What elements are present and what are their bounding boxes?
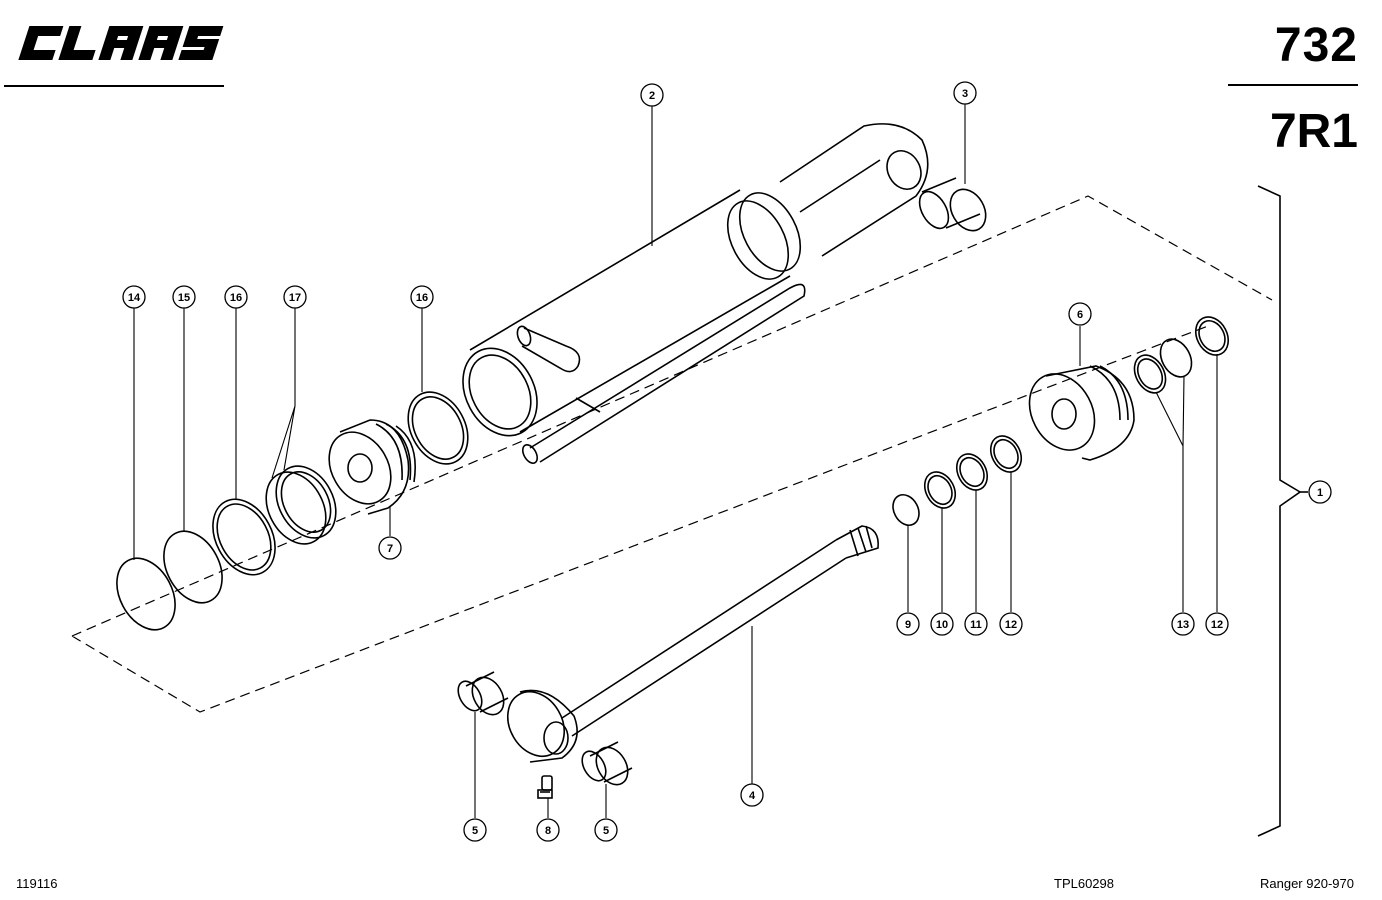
callout-label-17: 17 [289,292,301,304]
ring-16-left [212,498,276,576]
callout-circle-11 [964,612,988,636]
ring-12-left [989,435,1023,473]
logo-underline [4,85,224,87]
bushing-part-3 [918,177,987,232]
callout-label-13: 13 [1177,619,1189,631]
callout-circle-14 [122,285,146,309]
callout-label-11: 11 [970,619,982,631]
callout-label-10: 10 [936,619,948,631]
callout-label-2: 2 [649,90,655,102]
callout-circle-2 [640,83,664,107]
ring-10 [923,471,957,509]
callout-circle-12b [1205,612,1229,636]
piston-rod-part-4 [506,525,879,763]
callout-label-16b: 16 [416,292,428,304]
callout-label-5b: 5 [603,825,609,837]
cylinder-head-part-6 [1028,365,1135,461]
callout-label-6: 6 [1077,309,1083,321]
ring-13b [1159,338,1193,378]
illustration-id: TPL60298 [1054,876,1114,891]
cylinder-barrel-part [462,123,929,464]
callout-circle-15 [172,285,196,309]
callout-label-15: 15 [178,292,190,304]
seal-kit-boundary [71,195,1273,713]
o-ring-14 [116,557,176,631]
drawing-id: 119116 [16,876,58,891]
callout-circle-5b [594,818,618,842]
callout-label-7: 7 [387,543,393,555]
callout-circle-3 [953,81,977,105]
claas-logo [18,26,224,60]
callout-label-12b: 12 [1211,619,1223,631]
callout-label-16a: 16 [230,292,242,304]
o-ring-9 [892,493,920,527]
seal-11 [955,453,989,491]
callout-circle-8 [536,818,560,842]
bushing-part-5b [581,741,633,786]
ring-16-right [407,391,469,465]
callout-label-3: 3 [962,88,968,100]
callout-label-12a: 12 [1005,619,1017,631]
callout-circle-4 [740,783,764,807]
callout-circle-1 [1308,480,1332,504]
callout-label-9: 9 [905,619,911,631]
page-number: 732 [1274,19,1358,72]
ring-13a [1133,354,1167,394]
seal-set-17 [265,465,337,545]
callout-circle-5a [463,818,487,842]
callout-label-14: 14 [128,292,141,304]
callout-circle-10 [930,612,954,636]
grease-nipple-part-8 [537,775,553,799]
callout-circle-17 [283,285,307,309]
leader-lines [133,104,1218,818]
callout-label-8: 8 [545,825,551,837]
model-range: Ranger 920-970 [1260,876,1354,891]
piston-part-7 [328,419,416,515]
callout-circle-6 [1068,302,1092,326]
callout-circle-7 [378,536,402,560]
callout-label-4: 4 [749,790,756,802]
header-divider [1228,84,1358,86]
callout-circle-9 [896,612,920,636]
ring-12-right [1194,316,1230,356]
bushing-part-5a [457,671,509,716]
ring-15 [163,530,223,604]
group-code: 7R1 [1269,105,1358,158]
callout-circle-16b [410,285,434,309]
callout-label-5a: 5 [472,825,478,837]
callout-circle-13 [1171,612,1195,636]
callout-circle-16a [224,285,248,309]
callout-label-1: 1 [1317,487,1323,499]
callout-circle-12a [999,612,1023,636]
assembly-bracket [1257,185,1302,837]
